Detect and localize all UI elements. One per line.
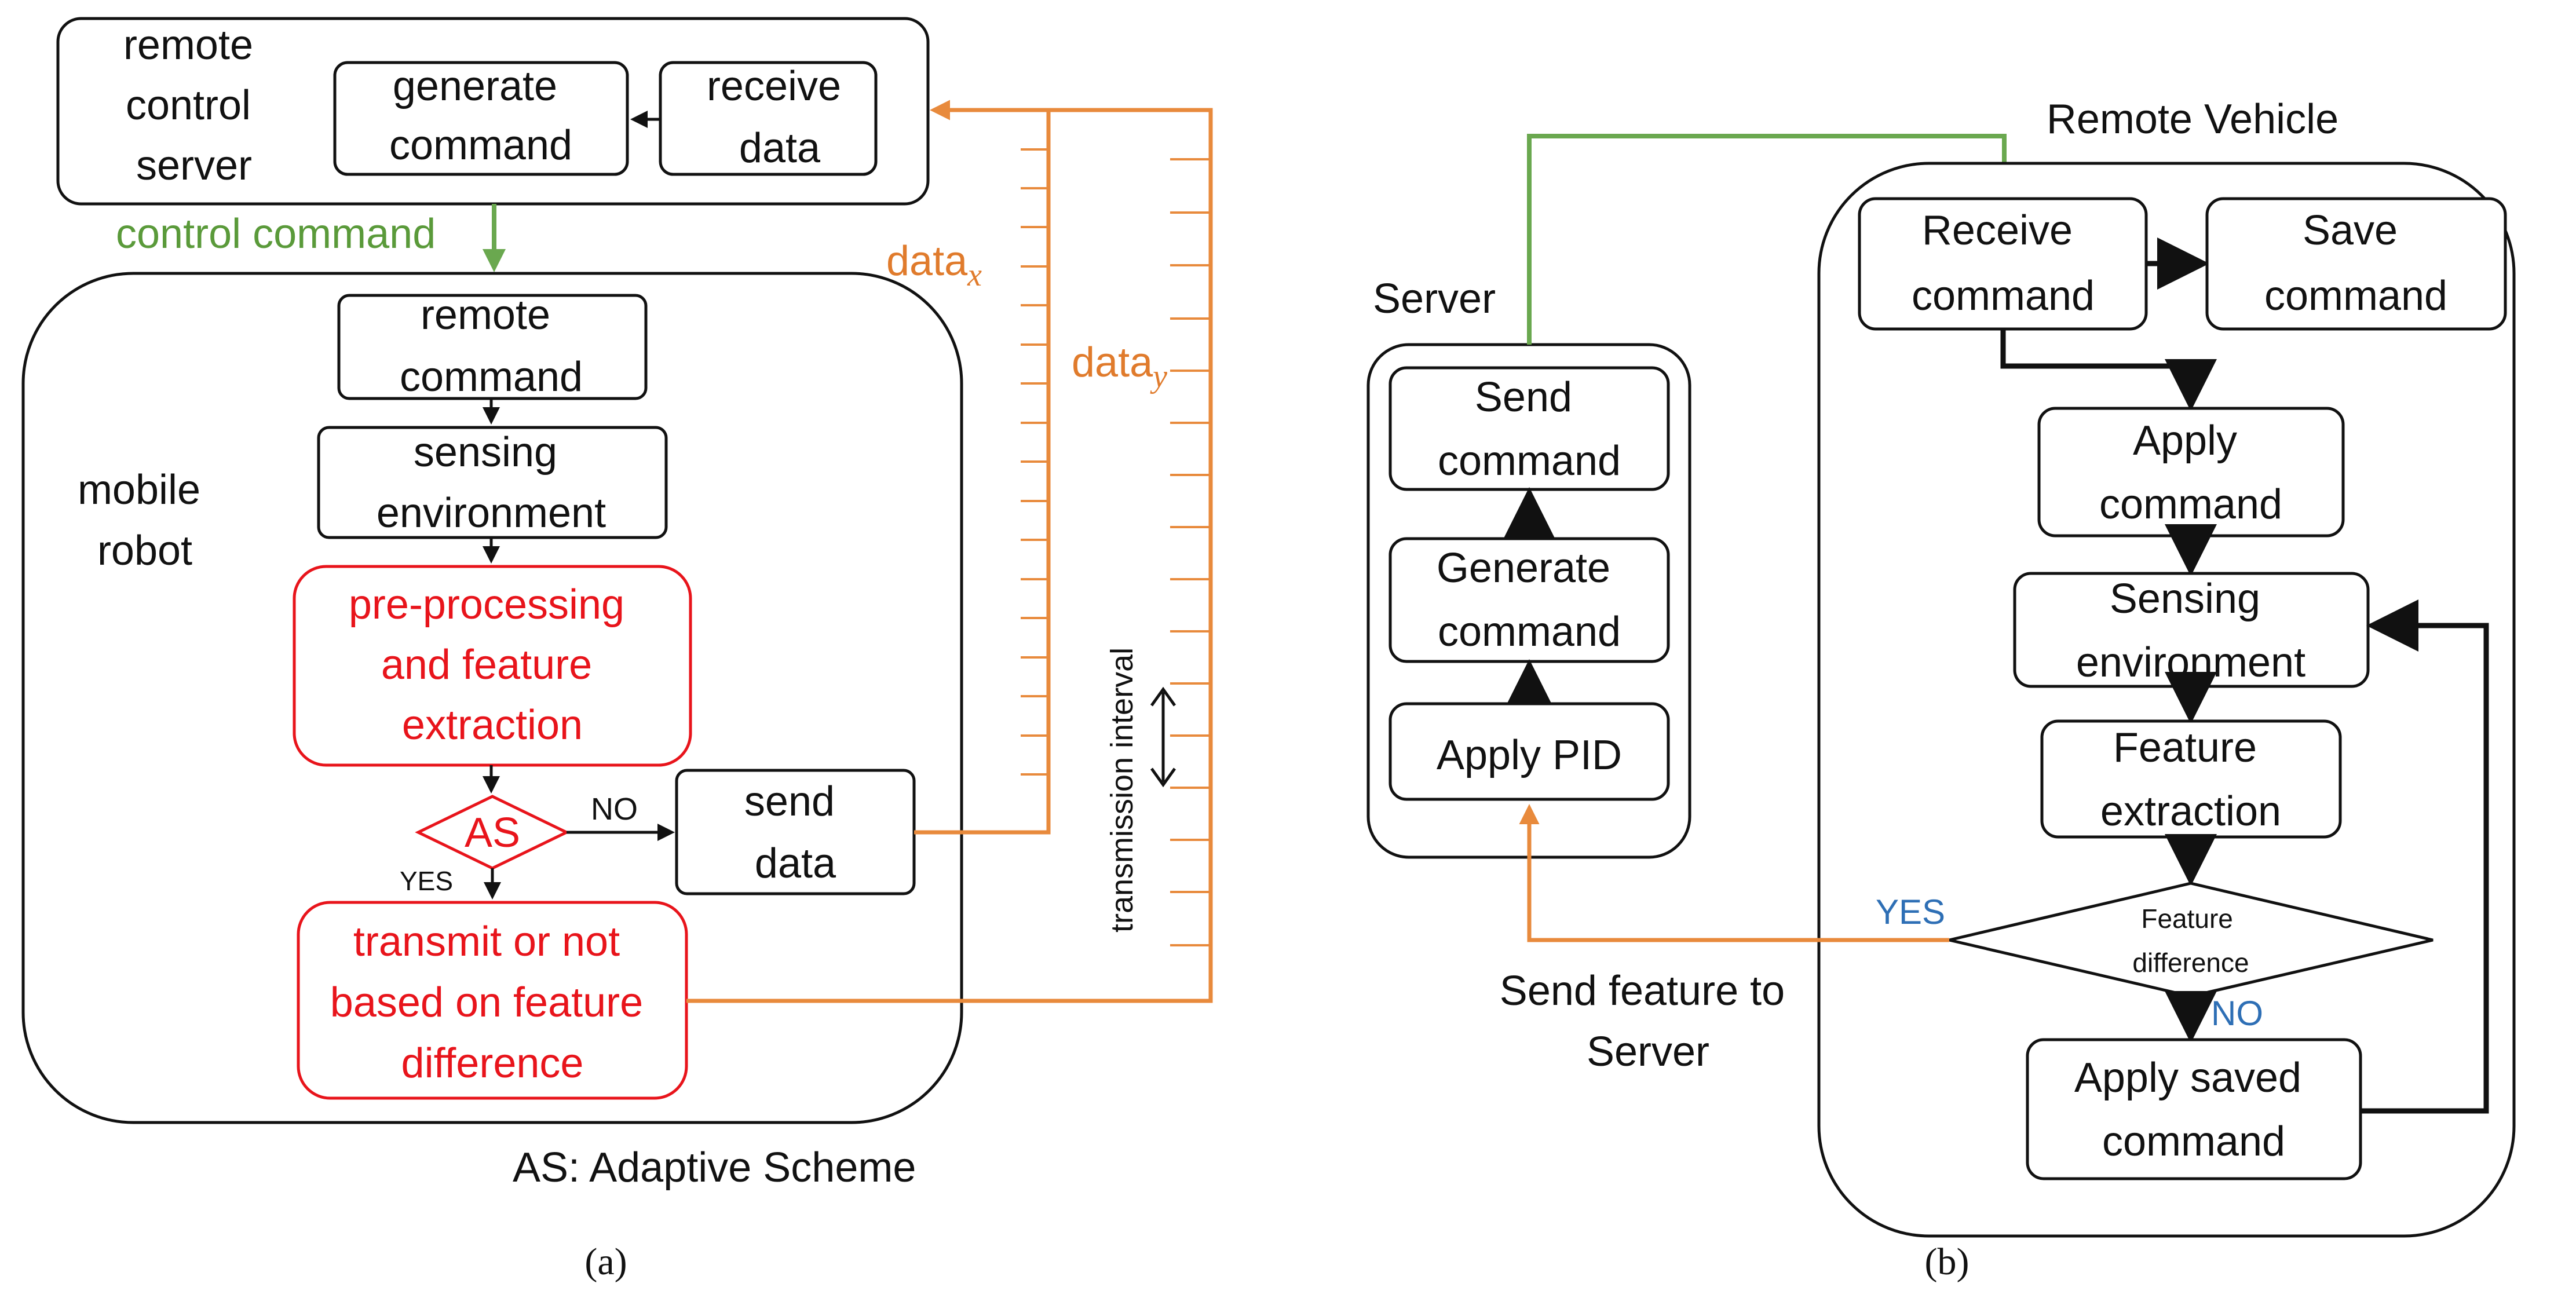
save-command-label: Save command [2264,207,2447,319]
feature-extraction-label: Feature extraction [2100,725,2281,835]
save-command-box [2205,197,2507,331]
apply-pid-label: Apply PID [1437,732,1622,778]
caption-a: (a) [584,1241,627,1283]
no-label: NO [591,792,638,827]
send-data-label: send data [744,778,846,887]
data-y-ticks [1170,158,1211,946]
send-feature-label: Send feature to Server [1500,968,1796,1075]
preprocessing-label: pre-processing and feature extraction [349,582,636,748]
panel-a: remote control server generate command r… [21,17,1213,1283]
no-label-b: NO [2211,994,2263,1033]
generate-command-label-b: Generate command [1437,545,1622,655]
as-legend: AS: Adaptive Scheme [513,1145,916,1191]
remote-command-label: remote command [400,292,583,400]
apply-command-label: Apply command [2099,418,2282,528]
interval-arrow-down-icon [1150,767,1176,788]
transmit-label: transmit or not based on feature differe… [330,919,655,1087]
remote-control-server-label: remote control server [123,22,265,189]
generate-command-label: generate command [389,63,572,169]
as-decision-label: AS [465,810,520,856]
receive-command-label: Receive command [1912,207,2095,319]
arrow-receive-to-apply [2000,329,2217,411]
control-command-label: control command [116,211,436,257]
mobile-robot-label: mobile robot [78,467,212,574]
server-title: Server [1373,276,1496,322]
apply-pid-box [1389,702,1670,801]
remote-vehicle-title: Remote Vehicle [2047,96,2339,142]
caption-b: (b) [1925,1241,1970,1283]
data-x-ticks [1021,148,1048,776]
receive-data-label: receive data [707,63,853,171]
loop-back-arrow [2361,599,2489,1114]
data-y-label: datay [1072,339,1167,394]
yes-label-b: YES [1876,893,1945,931]
data-x-path [914,110,1051,835]
panel-b: Server Send command Generate command App… [1366,96,2516,1283]
interval-arrow-up-icon [1150,686,1176,707]
feature-path-orange [1519,804,1949,942]
generate-command-box [333,61,629,176]
apply-saved-command-label: Apply saved command [2074,1055,2313,1165]
data-x-label: datax [886,238,982,293]
sensing-environment-label: sensing environment [377,429,606,536]
data-y-path [686,100,1213,1003]
yes-label: YES [400,866,453,896]
send-command-label: Send command [1438,374,1621,484]
feature-difference-label: Feature difference [2132,904,2249,978]
transmission-interval-label: transmission interval [1105,648,1139,933]
